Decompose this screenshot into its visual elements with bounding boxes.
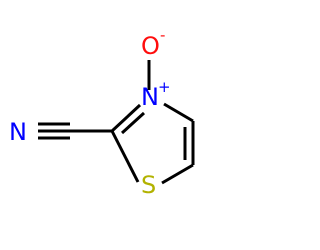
- bond-c5-s: [161, 163, 194, 185]
- charge-oxygen: -: [160, 26, 165, 44]
- atom-nitrogen-ring: N: [141, 83, 159, 111]
- atoms: O - N + N S: [9, 26, 171, 199]
- bond-n-c4: [163, 102, 194, 123]
- bond-s-c2: [110, 130, 140, 183]
- atom-nitrogen-nitrile: N: [9, 118, 27, 146]
- atom-oxygen: O: [141, 32, 160, 60]
- bond-n-c2: [110, 103, 142, 133]
- bonds: [38, 60, 195, 185]
- atom-sulfur: S: [141, 171, 156, 199]
- charge-nitrogen-ring: +: [158, 78, 171, 96]
- molecule-diagram: O - N + N S: [9, 26, 195, 199]
- bond-n-c2-inner: [120, 111, 146, 135]
